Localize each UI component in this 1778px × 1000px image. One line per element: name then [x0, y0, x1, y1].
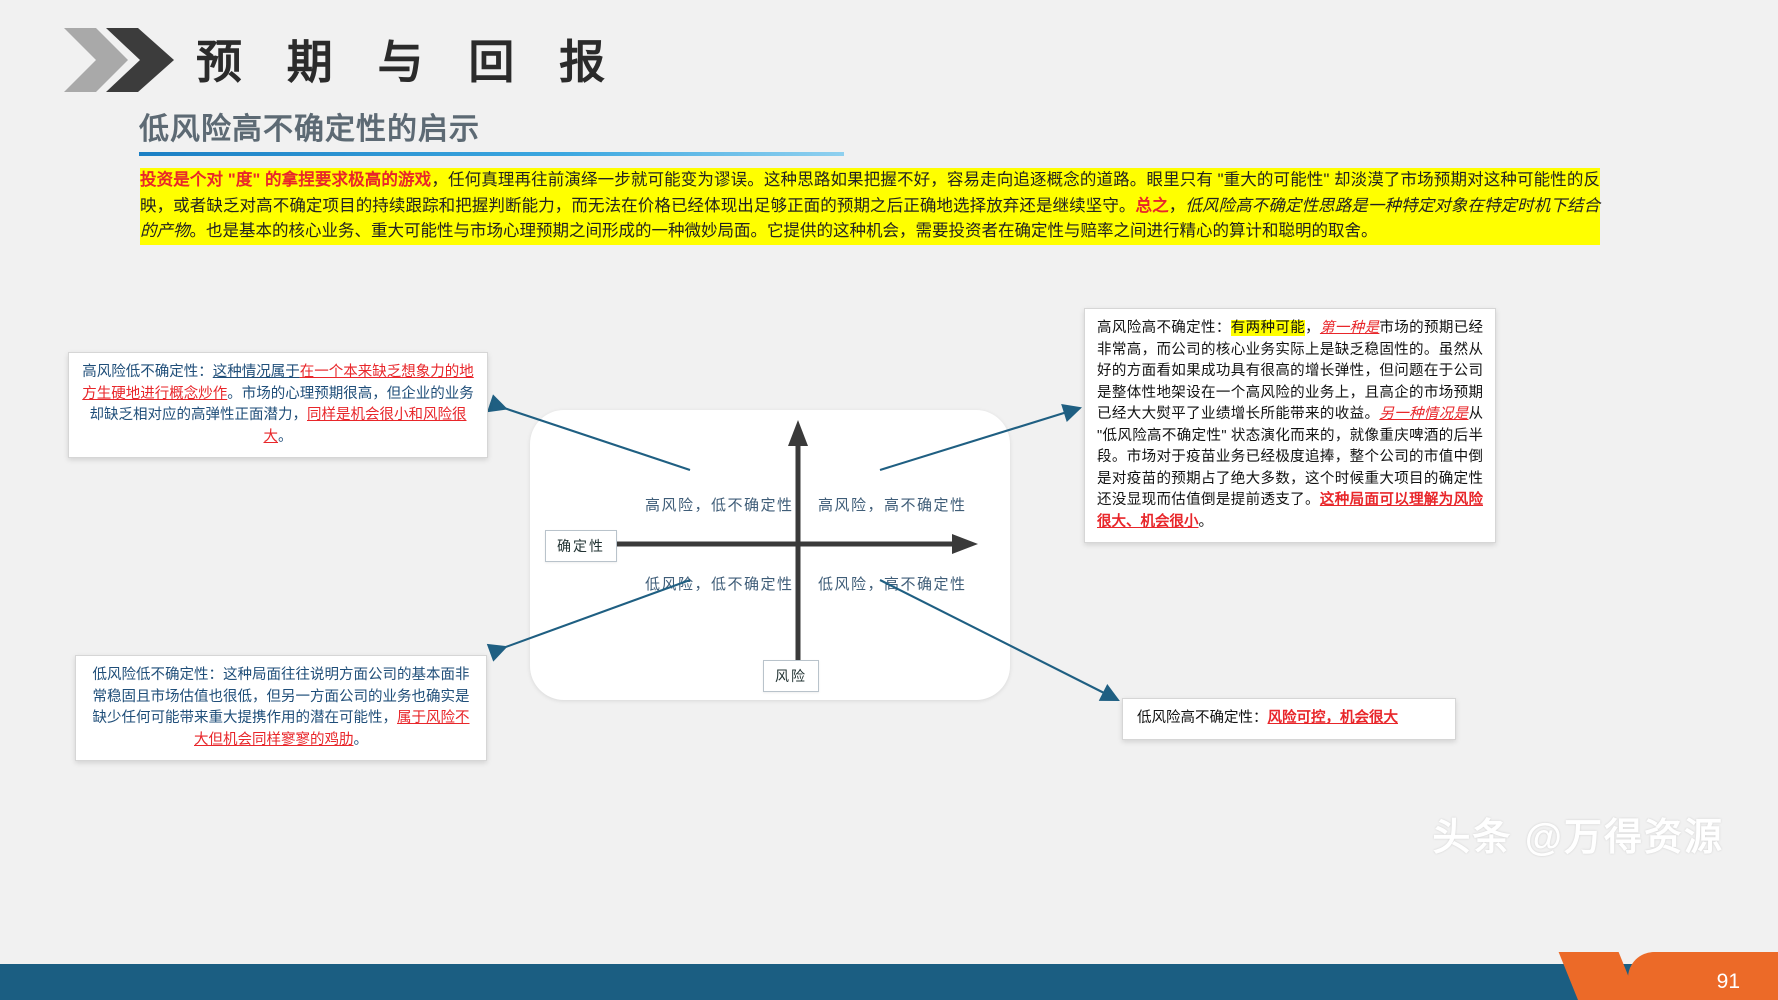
- page-title: 预 期 与 回 报: [196, 36, 622, 88]
- callout-hrhu-body-1: 市场的预期已经非常高，而公司的核心业务实际上是缺乏稳固性的。虽然从好的方面看如果…: [1097, 320, 1484, 422]
- callout-low-risk-low-uncertainty: 低风险低不确定性：这种局面往往说明方面公司的基本面非常稳固且市场估值也很低，但另…: [75, 655, 487, 761]
- callout-lrlu-red: 属于风险不大但机会同样寥寥的鸡肋: [194, 710, 470, 748]
- callout-high-risk-low-uncertainty: 高风险低不确定性：这种情况属于在一个本来缺乏想象力的地方生硬地进行概念炒作。市场…: [68, 352, 488, 458]
- callout-lrhu-conclusion: 风险可控，机会很大: [1267, 710, 1399, 726]
- callout-hrhu-sep-1: ，: [1305, 320, 1320, 336]
- page-subtitle: 低风险高不确定性的启示: [139, 113, 480, 146]
- callout-lrlu-blue-1: 低风险低不确定性：这种局面往往说明方面公司的基本面非常稳固且市场估值也很低，但另…: [92, 667, 470, 726]
- footer-bar: [0, 964, 1778, 1000]
- lede-comma: ，: [1168, 196, 1186, 215]
- lede-italic-thesis: 低风险高不确定性思路是一种特定对象在特定时机下结合的产物: [140, 196, 1601, 241]
- quadrant-axes: [552, 420, 978, 672]
- callout-hrhu-yellow: 有两种可能: [1230, 320, 1306, 336]
- callout-hrhu-second-case: 另一种情况是: [1379, 406, 1469, 422]
- lede-conclusion-marker: 总之: [1135, 196, 1169, 215]
- quadrant-label-low-risk-high-uncertainty: 低风险，高不确定性: [818, 577, 967, 593]
- callout-high-risk-high-uncertainty: 高风险高不确定性：有两种可能，第一种是市场的预期已经非常高，而公司的核心业务实际…: [1084, 308, 1496, 543]
- quadrant-label-low-risk-low-uncertainty: 低风险，低不确定性: [645, 577, 794, 593]
- subtitle-underline-rule: [139, 152, 844, 156]
- footer-accent: [1628, 952, 1778, 1000]
- axis-label-certainty: 确定性: [545, 530, 617, 562]
- callout-hrhu-lead: 高风险高不确定性：: [1097, 320, 1231, 336]
- callout-hrlu-red-1: 在一个本来缺乏想象力的地方生硬地进行概念炒作: [82, 364, 474, 402]
- callout-hrlu-blue-2: 。: [278, 428, 293, 445]
- watermark: 头条 @万得资源: [1432, 817, 1724, 859]
- double-chevron-right-icon: [64, 28, 174, 92]
- quadrant-label-high-risk-high-uncertainty: 高风险，高不确定性: [818, 498, 967, 514]
- callout-hrhu-conclusion: 这种局面可以理解为风险很大、机会很小: [1097, 492, 1484, 530]
- lede-paragraph: 投资是个对 "度" 的拿捏要求极高的游戏，任何真理再往前演绎一步就可能变为谬误。…: [140, 168, 1600, 245]
- callout-lrhu-lead: 低风险高不确定性：: [1137, 710, 1268, 726]
- lede-body-2: 。也是基本的核心业务、重大可能性与市场心理预期之间形成的一种微妙局面。它提供的这…: [189, 222, 1378, 240]
- callout-low-risk-high-uncertainty: 低风险高不确定性：风险可控，机会很大: [1122, 698, 1456, 740]
- callout-hrlu-red-2: 同样是机会很小和风险很大: [263, 407, 467, 445]
- page-number: 91: [1716, 970, 1740, 993]
- callout-hrhu-first-case: 第一种是: [1319, 320, 1380, 336]
- callout-hrlu-blue-1: 。市场的心理预期很高，但企业的业务却缺乏相对应的高弹性正面潜力，: [89, 385, 474, 424]
- callout-lrlu-blue-2: 。: [353, 731, 369, 748]
- quadrant-label-high-risk-low-uncertainty: 高风险，低不确定性: [645, 498, 794, 514]
- callout-hrlu-underline: 这种情况属于: [212, 364, 300, 380]
- callout-hrlu-lead: 高风险低不确定性：: [82, 364, 213, 380]
- callout-hrhu-period: 。: [1198, 513, 1214, 530]
- axis-label-risk: 风险: [763, 660, 819, 692]
- lede-body-1: ，任何真理再往前演绎一步就可能变为谬误。这种思路如果把握不好，容易走向追逐概念的…: [140, 171, 1600, 215]
- callout-hrhu-body-2: 从 "低风险高不确定性" 状态演化而来的，就像重庆啤酒的后半段。市场对于疫苗业务…: [1097, 406, 1484, 508]
- lede-highlight-opening: 投资是个对 "度" 的拿捏要求极高的游戏: [140, 171, 432, 189]
